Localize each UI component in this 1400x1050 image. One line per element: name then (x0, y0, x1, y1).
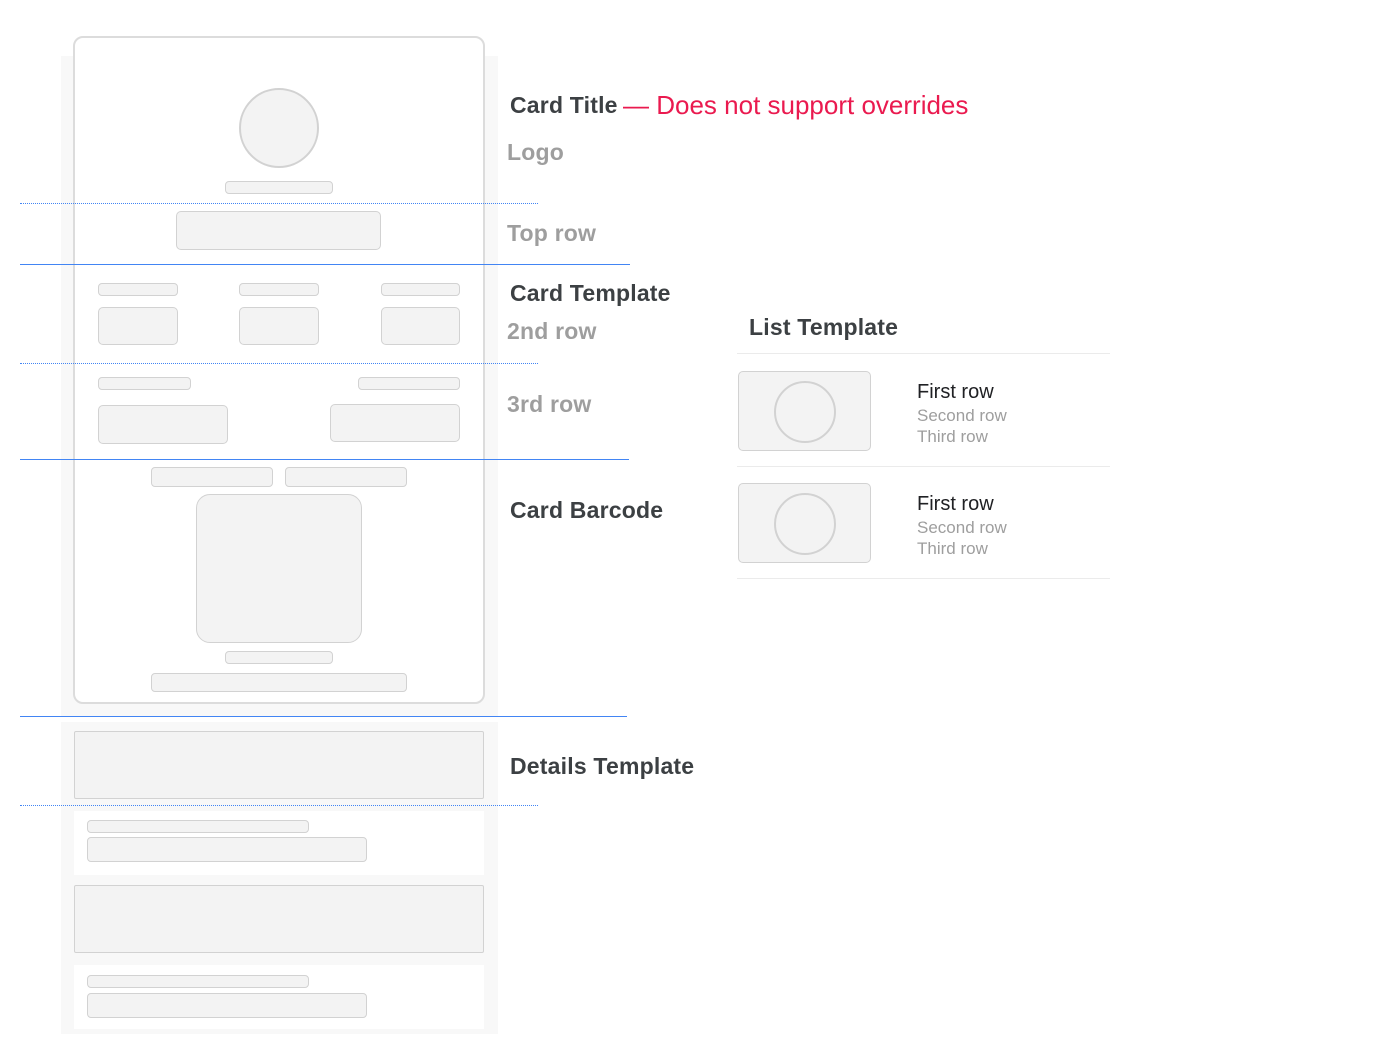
second-row-value-1 (98, 307, 178, 345)
second-row-value-3 (381, 307, 460, 345)
second-row-value-2 (239, 307, 319, 345)
override-note: — Does not support overrides (623, 90, 969, 120)
list-item-1-thumbnail-circle (774, 381, 836, 443)
details-row-1-label (87, 820, 309, 833)
details-row-2-label (87, 975, 309, 988)
card-title-placeholder (225, 181, 333, 194)
barcode-caption (225, 651, 333, 664)
list-item-2-second-row: Second row (917, 518, 1007, 537)
third-row-value-1 (98, 405, 228, 444)
list-item-2-third-row: Third row (917, 539, 988, 558)
list-separator-middle (737, 466, 1110, 467)
details-block-1 (74, 731, 484, 799)
second-row-label-2 (239, 283, 319, 296)
second-row-label: 2nd row (507, 318, 597, 344)
details-template-label: Details Template (510, 753, 695, 779)
guide-solid-card-details (20, 716, 627, 717)
guide-dotted-details (20, 805, 538, 806)
guide-solid-title-template (20, 264, 630, 265)
top-row-label: Top row (507, 220, 597, 246)
list-item-1-first-row: First row (917, 381, 994, 403)
card-template-label: Card Template (510, 280, 671, 306)
second-row-label-3 (381, 283, 460, 296)
top-row-placeholder (176, 211, 381, 250)
guide-dotted-rows (20, 363, 538, 364)
details-block-2 (74, 885, 484, 953)
second-row-label-1 (98, 283, 178, 296)
list-item-1-second-row: Second row (917, 406, 1007, 425)
third-row-value-2 (330, 404, 460, 442)
card-barcode-label: Card Barcode (510, 497, 664, 523)
third-row-label-1 (98, 377, 191, 390)
list-item-2-thumbnail-circle (774, 493, 836, 555)
list-separator-top (737, 353, 1110, 354)
list-item-2-thumbnail (738, 483, 871, 563)
third-row-label-2 (358, 377, 460, 390)
third-row-label: 3rd row (507, 391, 592, 417)
barcode-alternate-text (151, 673, 407, 692)
details-row-1-value (87, 837, 367, 862)
list-item-1-third-row: Third row (917, 427, 988, 446)
barcode-placeholder (196, 494, 362, 643)
logo-circle-placeholder (239, 88, 319, 168)
guide-solid-template-barcode (20, 459, 629, 460)
card-title-label: Card Title (510, 92, 618, 118)
guide-dotted-title-top (20, 203, 538, 204)
logo-label: Logo (507, 139, 564, 165)
barcode-header-1 (151, 467, 273, 487)
barcode-header-2 (285, 467, 407, 487)
list-item-2-first-row: First row (917, 493, 994, 515)
list-item-1-thumbnail (738, 371, 871, 451)
list-separator-bottom (737, 578, 1110, 579)
details-row-2-value (87, 993, 367, 1018)
list-template-label: List Template (749, 314, 899, 340)
